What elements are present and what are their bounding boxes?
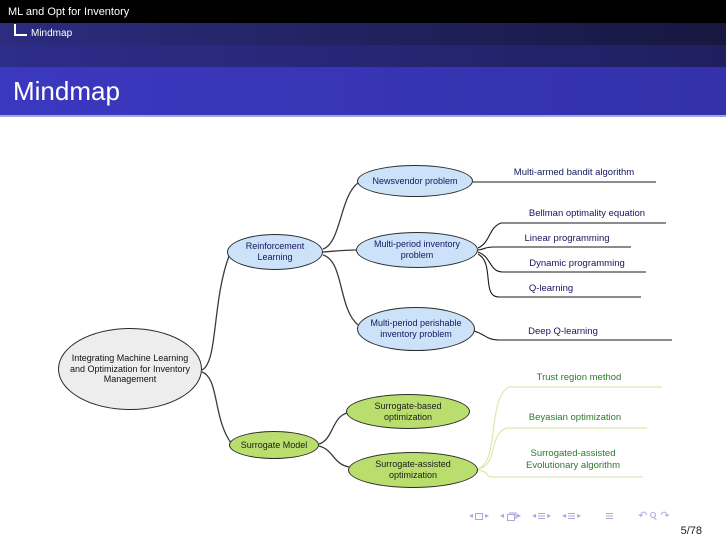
section-breadcrumb: Mindmap (31, 28, 73, 39)
link-sm-surrogatebased (318, 412, 348, 445)
presentation-nav-group (605, 513, 614, 519)
node-newsvendor-problem: Newsvendor problem (357, 165, 473, 197)
leaf-deep-qlearning: Deep Q-learning (528, 326, 598, 337)
link-rl-multiperiod (322, 249, 357, 253)
node-root: Integrating Machine Learning and Optimiz… (58, 328, 202, 410)
node-multiperiod-perishable: Multi-period perishable inventory proble… (357, 307, 475, 351)
forward-icon[interactable]: ↷ (660, 510, 670, 522)
subsection-nav-group: ◂ ▸ (531, 511, 552, 521)
next-slide-icon[interactable]: ▸ (485, 511, 490, 520)
document-title: ML and Opt for Inventory (8, 5, 130, 18)
frame-title: Mindmap (13, 75, 120, 106)
leaf-multiarmed-bandit: Multi-armed bandit algorithm (513, 167, 635, 178)
link-rl-perishable (322, 254, 359, 326)
link-root-reinforcement (201, 255, 230, 371)
leaf-evolutionary-algorithm: Surrogated-assisted Evolutionary algorit… (526, 448, 620, 471)
next-frame-icon[interactable]: ▸ (517, 511, 522, 520)
search-icon[interactable] (649, 511, 658, 521)
slide-nav-group: ◂ ▸ (468, 511, 490, 521)
node-surrogate-model: Surrogate Model (229, 431, 319, 459)
leaf-qlearning: Q-learning (528, 283, 574, 294)
slide-icon[interactable] (475, 512, 484, 520)
prev-section-icon[interactable]: ◂ (562, 511, 567, 520)
link-leaf-linear (477, 246, 631, 251)
prev-slide-icon[interactable]: ◂ (469, 511, 474, 520)
section-icon[interactable] (568, 513, 576, 519)
frame-nav-group: ◂ ▸ (499, 511, 522, 521)
navigation-bar: ◂ ▸ ◂ ▸ ◂ ▸ ◂ ▸ ↶ ↷ (468, 510, 680, 522)
frame-icon[interactable] (507, 513, 516, 521)
presentation-icon[interactable] (606, 513, 614, 519)
prev-frame-icon[interactable]: ◂ (500, 511, 505, 520)
link-root-surrogate (201, 371, 232, 444)
node-surrogate-based: Surrogate-based optimization (346, 394, 470, 429)
section-nav-group: ◂ ▸ (561, 511, 582, 521)
back-icon[interactable]: ↶ (638, 510, 648, 522)
link-sm-surrogateassisted (318, 445, 350, 468)
next-section-icon[interactable]: ▸ (577, 511, 582, 520)
next-subsection-icon[interactable]: ▸ (547, 511, 552, 520)
title-bar: ML and Opt for Inventory (0, 0, 726, 23)
leaf-dynamic-programming: Dynamic programming (529, 258, 625, 269)
leaf-linear-programming: Linear programming (524, 233, 610, 244)
spacer-bar (0, 45, 726, 67)
page-number: 5/78 (680, 525, 702, 537)
node-reinforcement-learning: Reinforcement Learning (227, 234, 323, 270)
leaf-trust-region: Trust region method (536, 372, 622, 383)
node-surrogate-assisted: Surrogate-assisted optimization (348, 452, 478, 488)
subsection-icon[interactable] (538, 513, 546, 519)
prev-subsection-icon[interactable]: ◂ (532, 511, 537, 520)
leaf-bellman: Bellman optimality equation (528, 208, 646, 219)
section-bar: Mindmap (0, 23, 726, 45)
tree-branch-icon (14, 24, 27, 36)
leaf-bayesian-optimization: Beyasian optimization (528, 412, 622, 423)
history-nav-group: ↶ ↷ (637, 510, 670, 522)
node-multiperiod-inventory: Multi-period inventory problem (356, 232, 478, 268)
frame-title-bar: Mindmap (0, 67, 726, 117)
link-rl-newsvendor (322, 182, 359, 250)
